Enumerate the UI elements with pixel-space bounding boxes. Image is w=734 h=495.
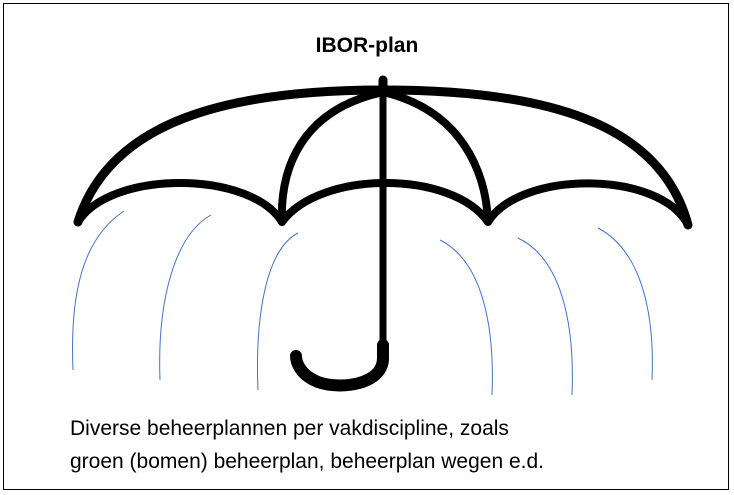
caption-line-2: groen (bomen) beheerplan, beheerplan weg… (70, 450, 545, 473)
umbrella-rib-right (379, 88, 492, 226)
diagram-frame (3, 3, 729, 490)
umbrella-rib-left (277, 88, 387, 226)
rain-line-2 (159, 214, 212, 381)
rain-line-5 (517, 237, 573, 396)
umbrella-icon (73, 75, 693, 392)
rain-line-1 (72, 210, 125, 371)
diagram-title: IBOR-plan (315, 34, 419, 57)
umbrella-handle (290, 339, 389, 392)
rain-line-6 (597, 227, 653, 381)
caption-line-1: Diverse beheerplannen per vakdiscipline,… (70, 417, 509, 440)
rain-line-4 (439, 239, 493, 396)
rain-lines (72, 210, 653, 396)
diagram-caption: Diverse beheerplannen per vakdiscipline,… (70, 412, 720, 478)
rain-line-3 (257, 232, 299, 391)
